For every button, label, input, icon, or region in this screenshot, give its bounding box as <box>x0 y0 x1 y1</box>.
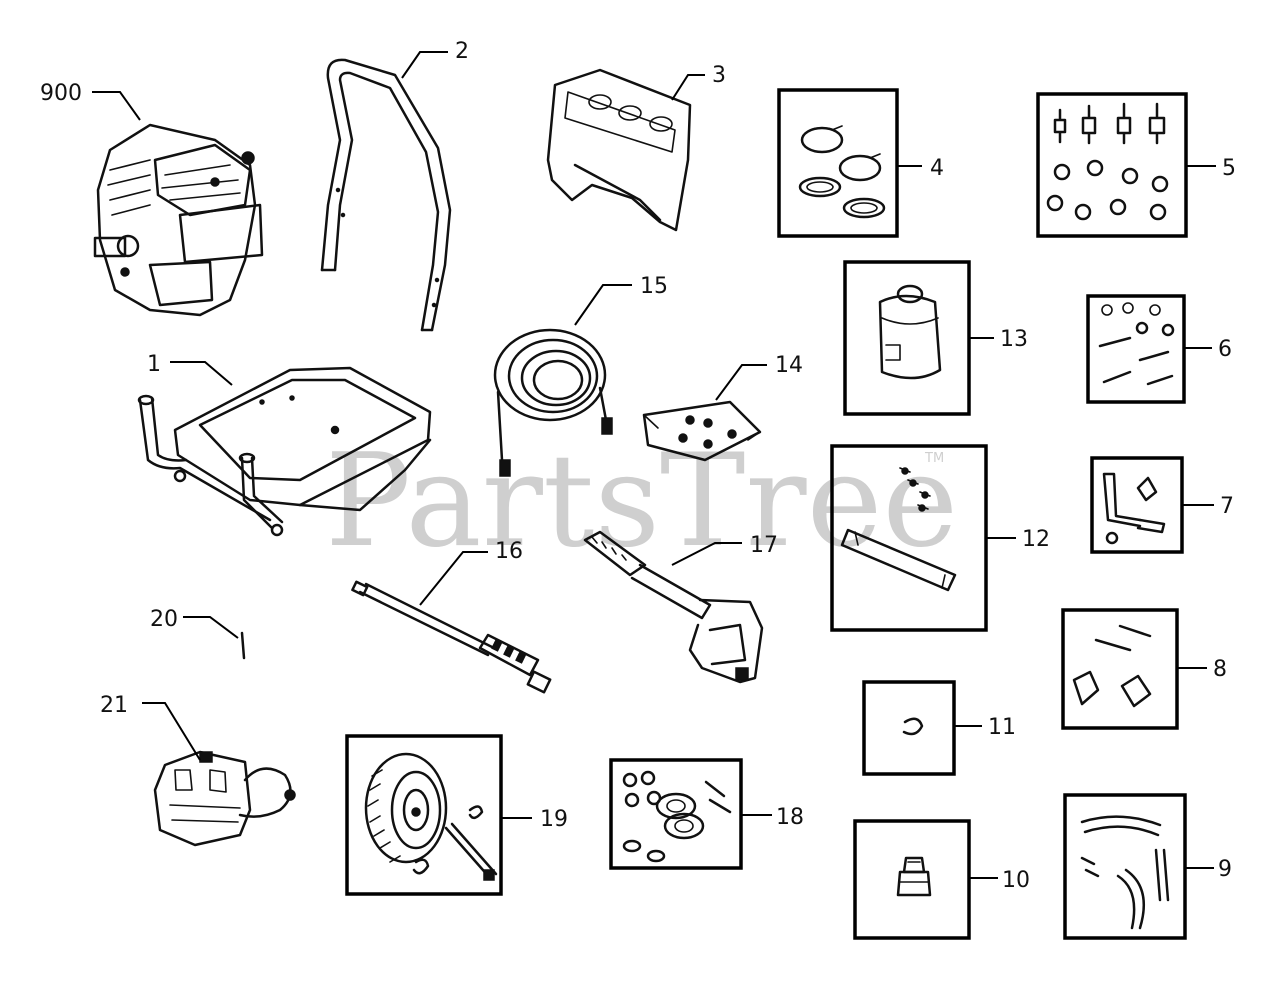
part-bolts-washers[interactable] <box>1098 302 1175 386</box>
watermark-text: PartsTree <box>325 427 958 576</box>
part-wheel-kit[interactable] <box>364 752 498 881</box>
box-wheel-kit <box>345 734 503 896</box>
part-hoses[interactable] <box>1080 815 1170 930</box>
box-clip <box>862 680 956 776</box>
part-console-panel[interactable] <box>546 68 692 232</box>
part-isolators-nuts[interactable] <box>1046 102 1169 221</box>
part-inlet-fitting[interactable] <box>896 856 932 897</box>
part-hose-bracket[interactable] <box>840 467 957 592</box>
part-spray-wand[interactable] <box>351 580 552 694</box>
callout-12: 12 <box>1022 527 1050 552</box>
box-inlet-fitting <box>853 819 971 940</box>
part-clip[interactable] <box>902 717 924 736</box>
part-detergent-tank[interactable] <box>878 284 942 380</box>
callout-900: 900 <box>40 81 82 106</box>
part-engine[interactable] <box>93 123 264 317</box>
part-hose-fitting[interactable] <box>1102 472 1166 545</box>
part-hardware-bag[interactable] <box>642 400 762 462</box>
callout-16: 16 <box>495 539 523 564</box>
callout-19: 19 <box>540 807 568 832</box>
callout-14: 14 <box>775 353 803 378</box>
box-caps-rings <box>777 88 899 238</box>
part-bearings-hardware[interactable] <box>622 770 732 863</box>
watermark-trademark: TM <box>924 451 944 466</box>
callout-3: 3 <box>712 63 726 88</box>
part-handle[interactable] <box>320 58 452 332</box>
callout-1: 1 <box>147 352 161 377</box>
callout-6: 6 <box>1218 337 1232 362</box>
part-frame[interactable] <box>137 366 432 537</box>
part-pin[interactable] <box>240 631 246 660</box>
part-pump[interactable] <box>153 750 296 847</box>
part-spray-gun[interactable] <box>583 530 764 684</box>
callout-17: 17 <box>750 533 778 558</box>
callout-5: 5 <box>1222 156 1236 181</box>
callout-8: 8 <box>1213 657 1227 682</box>
box-knobs-bolts <box>1061 608 1179 730</box>
callout-18: 18 <box>776 805 804 830</box>
part-knobs-bolts[interactable] <box>1072 624 1152 708</box>
callout-4: 4 <box>930 156 944 181</box>
callout-2: 2 <box>455 39 469 64</box>
box-hoses <box>1063 793 1187 940</box>
callout-20: 20 <box>150 607 178 632</box>
callout-21: 21 <box>100 693 128 718</box>
part-caps-rings[interactable] <box>798 125 886 219</box>
callout-9: 9 <box>1218 857 1232 882</box>
box-detergent-tank <box>843 260 971 416</box>
part-high-pressure-hose[interactable] <box>493 328 613 477</box>
callout-11: 11 <box>988 715 1016 740</box>
callout-7: 7 <box>1220 494 1234 519</box>
callout-10: 10 <box>1002 868 1030 893</box>
callout-13: 13 <box>1000 327 1028 352</box>
callout-15: 15 <box>640 274 668 299</box>
